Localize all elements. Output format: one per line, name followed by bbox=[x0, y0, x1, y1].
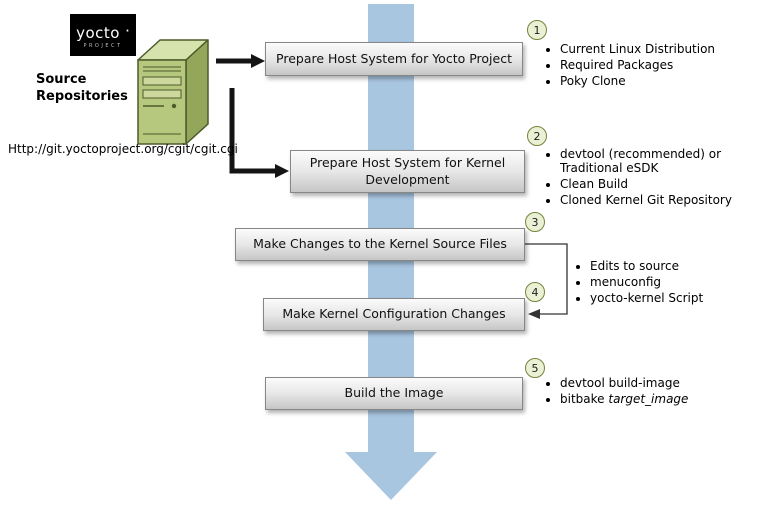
list-item: Required Packages bbox=[560, 58, 756, 72]
step5-bullet-list: devtool build-image bitbake target_image bbox=[546, 374, 756, 408]
step1-bullet-list: Current Linux Distribution Required Pack… bbox=[546, 40, 756, 90]
list-item: bitbake target_image bbox=[560, 392, 756, 406]
list-item: devtool build-image bbox=[560, 376, 756, 390]
list-item: yocto-kernel Script bbox=[590, 291, 756, 305]
list-item: Clean Build bbox=[560, 177, 746, 191]
step2-bullet-list: devtool (recommended) or Traditional eSD… bbox=[546, 145, 746, 209]
source-repositories-label: Source Repositories bbox=[36, 72, 128, 104]
arrow-server-to-step1 bbox=[216, 54, 265, 68]
bitbake-command-prefix: bitbake bbox=[560, 392, 605, 406]
yocto-logo-text: yocto bbox=[76, 23, 120, 42]
list-item: menuconfig bbox=[590, 275, 756, 289]
bracket-steps3-4 bbox=[525, 243, 568, 319]
server-icon bbox=[137, 39, 209, 145]
yocto-logo-wordmark: yocto · bbox=[76, 22, 130, 42]
yocto-logo: yocto · PROJECT bbox=[70, 14, 136, 56]
step-box-prepare-host-kernel: Prepare Host System for Kernel Developme… bbox=[290, 150, 525, 193]
step-box-prepare-host-yocto: Prepare Host System for Yocto Project bbox=[265, 42, 523, 76]
steps3-4-shared-bullet-list: Edits to source menuconfig yocto-kernel … bbox=[576, 257, 756, 307]
step-number-badge-2: 2 bbox=[527, 126, 547, 146]
list-item: Current Linux Distribution bbox=[560, 42, 756, 56]
yocto-logo-subtext: PROJECT bbox=[83, 42, 123, 49]
step-box-make-source-changes: Make Changes to the Kernel Source Files bbox=[235, 228, 525, 261]
yocto-logo-dot: · bbox=[125, 21, 130, 40]
arrow-server-to-step2 bbox=[229, 88, 289, 178]
list-item: devtool (recommended) or Traditional eSD… bbox=[560, 147, 746, 175]
list-item: Poky Clone bbox=[560, 74, 756, 88]
step-number-badge-4: 4 bbox=[525, 282, 545, 302]
step-box-build-image: Build the Image bbox=[265, 377, 523, 410]
step-number-badge-1: 1 bbox=[527, 20, 547, 40]
source-repositories-url: Http://git.yoctoproject.org/cgit/cgit.cg… bbox=[8, 142, 238, 156]
list-item: Edits to source bbox=[590, 259, 756, 273]
step-number-badge-3: 3 bbox=[525, 212, 545, 232]
step-number-badge-5: 5 bbox=[525, 358, 545, 378]
list-item: Cloned Kernel Git Repository bbox=[560, 193, 746, 207]
bitbake-command-target: target_image bbox=[608, 392, 689, 406]
step-box-make-config-changes: Make Kernel Configuration Changes bbox=[263, 298, 525, 331]
